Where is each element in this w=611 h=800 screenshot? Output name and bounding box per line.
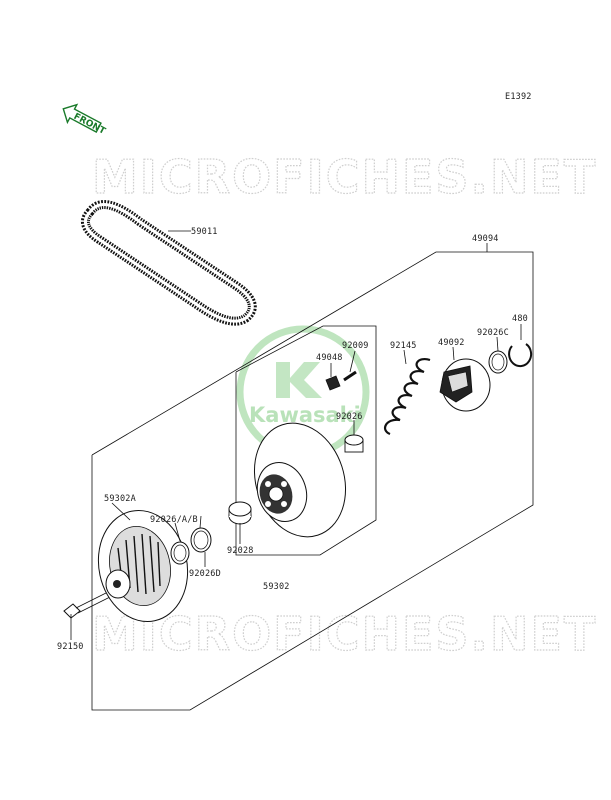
shoe-49048 [325, 363, 341, 391]
diagram-code: E1392 [505, 92, 532, 102]
label-49048: 49048 [316, 353, 343, 363]
movable-sheave-59302 [253, 422, 347, 538]
label-49094: 49094 [472, 234, 499, 244]
label-92026: 92026 [336, 412, 363, 422]
bearing-92028 [228, 501, 252, 544]
bushing-92026 [344, 420, 364, 453]
label-92028: 92028 [227, 546, 254, 556]
logo-text: Kawasaki [249, 403, 361, 427]
pin-92009 [343, 350, 357, 382]
circlip-480 [508, 324, 533, 368]
label-59302a: 59302A [104, 494, 136, 504]
label-92026d: 92026D [189, 569, 221, 579]
torque-cam-49092 [439, 346, 491, 412]
label-92145: 92145 [390, 341, 417, 351]
washer-92026c [488, 336, 508, 374]
label-92026c: 92026C [477, 328, 509, 338]
bolt-92150 [63, 591, 111, 640]
watermark-top: MICROFICHES.NET [92, 150, 597, 204]
label-480: 480 [512, 314, 528, 324]
spring-92145 [383, 349, 431, 436]
drive-belt-59011 [80, 200, 257, 326]
assembly-outline [91, 243, 534, 711]
label-92150: 92150 [57, 642, 84, 652]
watermark-bottom: MICROFICHES.NET [92, 607, 597, 661]
front-label: FRONT [72, 112, 108, 137]
washer-92026d [190, 515, 212, 567]
washer-92026ab [170, 522, 190, 565]
label-59011: 59011 [191, 227, 218, 237]
front-arrow-icon: FRONT [62, 103, 108, 137]
label-49092: 49092 [438, 338, 465, 348]
label-59302: 59302 [263, 582, 290, 592]
fixed-sheave-59302a [97, 502, 189, 623]
sheave-outline [235, 325, 377, 556]
label-92009: 92009 [342, 341, 369, 351]
label-92026ab: 92026/A/B [150, 515, 198, 525]
